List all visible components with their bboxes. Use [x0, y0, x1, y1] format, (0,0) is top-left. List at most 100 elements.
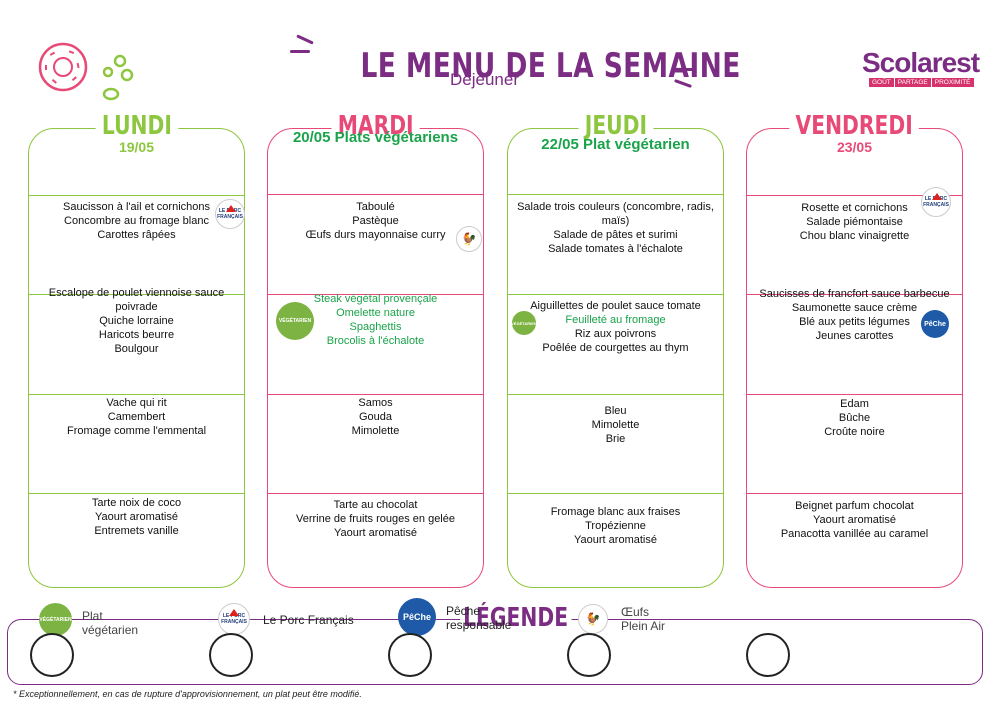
menu-item: Saucisses de francfort sauce barbecue [759, 288, 950, 300]
menu-item: Œufs durs mayonnaise curry [305, 229, 446, 241]
menu-item: Riz aux poivrons [574, 328, 657, 340]
logo-tag: GOÛT [869, 78, 894, 87]
legend-circle [567, 633, 611, 677]
menu-item: Saumonette sauce crème [791, 302, 918, 314]
menu-item: Feuilleté au fromage [565, 314, 666, 326]
day-note: 20/05 Plats végétariens [292, 129, 459, 146]
logo-word: Scolarest [862, 47, 980, 78]
menu-item: Blé aux petits légumes [799, 316, 910, 328]
menu-item: Brie [605, 433, 626, 445]
mains-section: Steak végétal provençale Omelette nature… [274, 292, 477, 348]
dessert-section: Beignet parfum chocolat Yaourt aromatisé… [753, 499, 956, 541]
cheese-section: Edam Bûche Croûte noire [753, 397, 956, 439]
logo-tag: PARTAGE [894, 78, 931, 87]
day-card-mardi: MARDI 20/05 Plats végétariens Taboulé Pa… [267, 111, 484, 588]
menu-item: Salade tomates à l'échalote [548, 243, 683, 255]
menu-item: Tropézienne [585, 520, 646, 532]
legend-label-peche: Pêche responsable [446, 604, 512, 632]
menu-item: Salade trois couleurs (concombre, radis,… [517, 201, 714, 227]
legend-circle [746, 633, 790, 677]
menu-item: Fromage blanc aux fraises [550, 506, 681, 518]
menu-item: Bûche [838, 412, 871, 424]
divider [268, 394, 483, 395]
oeuf-plein-air-icon: 🐓 [456, 226, 482, 252]
day-note: 22/05 Plat végétarien [541, 136, 690, 153]
menu-item: Yaourt aromatisé [95, 511, 178, 523]
logo-tag: PROXIMITÉ [931, 78, 974, 87]
day-card-lundi: LUNDI 19/05 Saucisson à l'ail et cornich… [28, 111, 245, 588]
menu-item: Gouda [358, 411, 393, 423]
menu-item: Verrine de fruits rouges en gelée [296, 513, 455, 525]
menu-item: Mimolette [351, 425, 400, 437]
menu-item: Yaourt aromatisé [334, 527, 417, 539]
title-dash [296, 34, 314, 45]
vegetarien-icon: VÉGÉTARIEN [39, 603, 72, 636]
divider [29, 493, 244, 494]
peche-responsable-icon: PêChe [921, 310, 949, 338]
menu-item: Spaghettis [349, 321, 402, 333]
menu-item: Tarte au chocolat [333, 499, 418, 511]
donut-decoration-icon [38, 42, 134, 101]
mains-section: Escalope de poulet viennoise sauce poivr… [35, 286, 238, 356]
menu-item: Brocolis à l'échalote [326, 335, 425, 347]
menu-item: Carottes râpées [97, 229, 176, 241]
starters-section: Taboulé Pastèque Œufs durs mayonnaise cu… [274, 200, 477, 242]
starters-section: Rosette et cornichons Salade piémontaise… [753, 201, 956, 243]
divider [508, 194, 723, 195]
porc-francais-icon: LE PORC FRANÇAIS [921, 187, 951, 217]
menu-item: Yaourt aromatisé [574, 534, 657, 546]
menu-item: Boulgour [114, 343, 159, 355]
dessert-section: Tarte noix de coco Yaourt aromatisé Entr… [35, 496, 238, 538]
divider [747, 394, 962, 395]
menu-item: Aiguillettes de poulet sauce tomate [530, 300, 701, 312]
divider [29, 394, 244, 395]
day-name: LUNDI [95, 111, 178, 141]
legend-label-porc: Le Porc Français [263, 613, 354, 627]
menu-item: Fromage comme l'emmental [66, 425, 207, 437]
menu-item: Entremets vanille [94, 525, 179, 537]
menu-item: Quiche lorraine [99, 315, 174, 327]
divider [268, 194, 483, 195]
menu-item: Beignet parfum chocolat [795, 500, 914, 512]
menu-item: Haricots beurre [98, 329, 175, 341]
title-dash [290, 50, 310, 53]
footnote: * Exceptionnellement, en cas de rupture … [13, 689, 362, 699]
menu-item: Yaourt aromatisé [813, 514, 896, 526]
day-card-vendredi: VENDREDI 23/05 Rosette et cornichons Sal… [746, 111, 963, 588]
legend-circle [30, 633, 74, 677]
menu-item: Steak végétal provençale [313, 293, 438, 305]
oeuf-plein-air-icon: 🐓 [578, 604, 608, 634]
starters-section: Salade trois couleurs (concombre, radis,… [514, 200, 717, 256]
starters-section: Saucisson à l'ail et cornichons Concombr… [35, 200, 238, 242]
divider [747, 195, 962, 196]
menu-item: Vache qui rit [106, 397, 167, 409]
day-name: VENDREDI [789, 111, 920, 141]
dessert-section: Tarte au chocolat Verrine de fruits roug… [274, 498, 477, 540]
legend-label-vegetarien: Plat végétarien [82, 609, 139, 637]
porc-francais-icon: LE PORC FRANÇAIS [218, 603, 250, 635]
menu-item: Panacotta vanillée au caramel [780, 528, 929, 540]
vegetarien-icon: VÉGÉTARIEN [276, 302, 314, 340]
divider [508, 493, 723, 494]
menu-item: Taboulé [356, 201, 395, 213]
day-date: 19/05 [118, 139, 155, 155]
menu-item: Concombre au fromage blanc [64, 215, 209, 227]
cheese-section: Bleu Mimolette Brie [514, 404, 717, 446]
menu-item: Salade piémontaise [806, 216, 903, 228]
menu-item: Mimolette [591, 419, 640, 431]
title-dash [676, 68, 696, 71]
menu-item: Tarte noix de coco [91, 497, 182, 509]
divider [29, 195, 244, 196]
day-date: 23/05 [836, 139, 873, 155]
legend-label-oeuf: Œufs Plein Air [621, 605, 666, 633]
legend-circle [388, 633, 432, 677]
scolarest-logo: Scolarest GOÛT PARTAGE PROXIMITÉ [862, 47, 980, 89]
menu-item: Edam [840, 398, 869, 410]
divider [29, 294, 244, 295]
cheese-section: Vache qui rit Camembert Fromage comme l'… [35, 396, 238, 438]
legend-circle [209, 633, 253, 677]
menu-item: Escalope de poulet viennoise sauce poivr… [48, 287, 225, 313]
divider [747, 294, 962, 295]
divider [508, 294, 723, 295]
divider [268, 294, 483, 295]
